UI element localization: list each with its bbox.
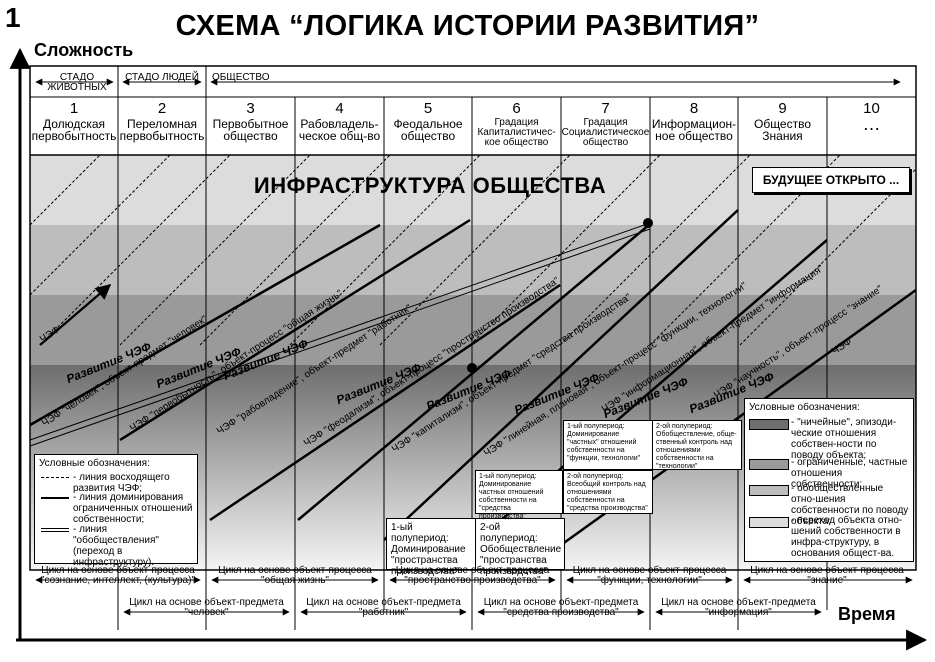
junction-dot [467, 363, 477, 373]
cycle-object-1: Цикл на основе объект-предмета "человек" [129, 597, 284, 618]
infrastructure-label: ИНФРАСТРУКТУРА ОБЩЕСТВА [253, 173, 607, 198]
future-open-badge: БУДУЩЕЕ ОТКРЫТО ... [752, 167, 910, 193]
band-private [30, 295, 916, 365]
phase-human-herd: СТАДО ЛЮДЕЙ [125, 72, 199, 83]
phase-animal-herd: СТАДО ЖИВОТНЫХ [47, 72, 107, 93]
x-axis-label: Время [838, 604, 896, 624]
legend-bands-title: Условные обозначения: [749, 402, 860, 413]
legend-bands: Условные обозначения: - "ничейные", эпиз… [744, 398, 914, 562]
half-period-1b: 1-ый полупериод: Доминирование частных о… [475, 470, 563, 520]
legend-item-double: - линия "обобществления" (переход в инфр… [35, 524, 197, 568]
cycle-object-2: Цикл на основе объект-предмета "работник… [306, 597, 461, 618]
figure-number: 1 [5, 2, 21, 33]
half-period-2c: 2-ой полупериод: Обобществление, обще-ст… [652, 420, 742, 470]
era-10: 10… [862, 100, 881, 134]
legend-item-bold: - линия доминирования ограниченных отнош… [35, 492, 197, 525]
cycle-process-5: Цикл на основе объект-процесса "знание" [750, 565, 904, 586]
phase-society: ОБЩЕСТВО [212, 72, 270, 83]
cycle-process-1: Цикл на основе объект-процесса "сознание… [40, 565, 195, 586]
band-socialized [30, 225, 916, 295]
legend-item-infrastructure: - переход объекта отно-шений собственнос… [745, 514, 913, 559]
cycle-process-3: Цикл на основе объект-процесса "простран… [395, 565, 550, 586]
y-axis-label: Сложность [34, 40, 134, 60]
page-title: СХЕМА “ЛОГИКА ИСТОРИИ РАЗВИТИЯ” [175, 10, 760, 42]
half-period-1a: 1-ый полупериод: Доминирование "простран… [386, 518, 476, 577]
cycle-object-3: Цикл на основе объект-предмета "средства… [483, 597, 639, 618]
cycle-object-4: Цикл на основе объект-предмета "информац… [661, 597, 816, 618]
cycle-process-2: Цикл на основе объект-процесса "общая жи… [218, 565, 372, 586]
legend-item-dashed: - линия восходящего развития ЧЭФ; [35, 472, 197, 494]
legend-item-episodic: - "ничейные", эпизоди-ческие отношения с… [745, 416, 913, 461]
half-period-1c: 1-ый полупериод: Доминирование "частных"… [563, 420, 653, 470]
half-period-2a: 2-ой полупериод: Обобществление "простра… [475, 518, 565, 577]
legend-item-private: - ограниченные, частные отношения собств… [745, 456, 913, 490]
cycle-process-4: Цикл на основе объект-процесса "функции,… [572, 565, 727, 586]
legend-lines-title: Условные обозначения: [39, 458, 150, 469]
half-period-2b: 2-ой полупериод: Всеобщий контроль над о… [563, 470, 653, 514]
legend-lines: Условные обозначения: - линия восходящег… [34, 454, 198, 568]
legend-item-socialized: - обобществленные отно-шения собственнос… [745, 482, 913, 527]
junction-dot [643, 218, 653, 228]
